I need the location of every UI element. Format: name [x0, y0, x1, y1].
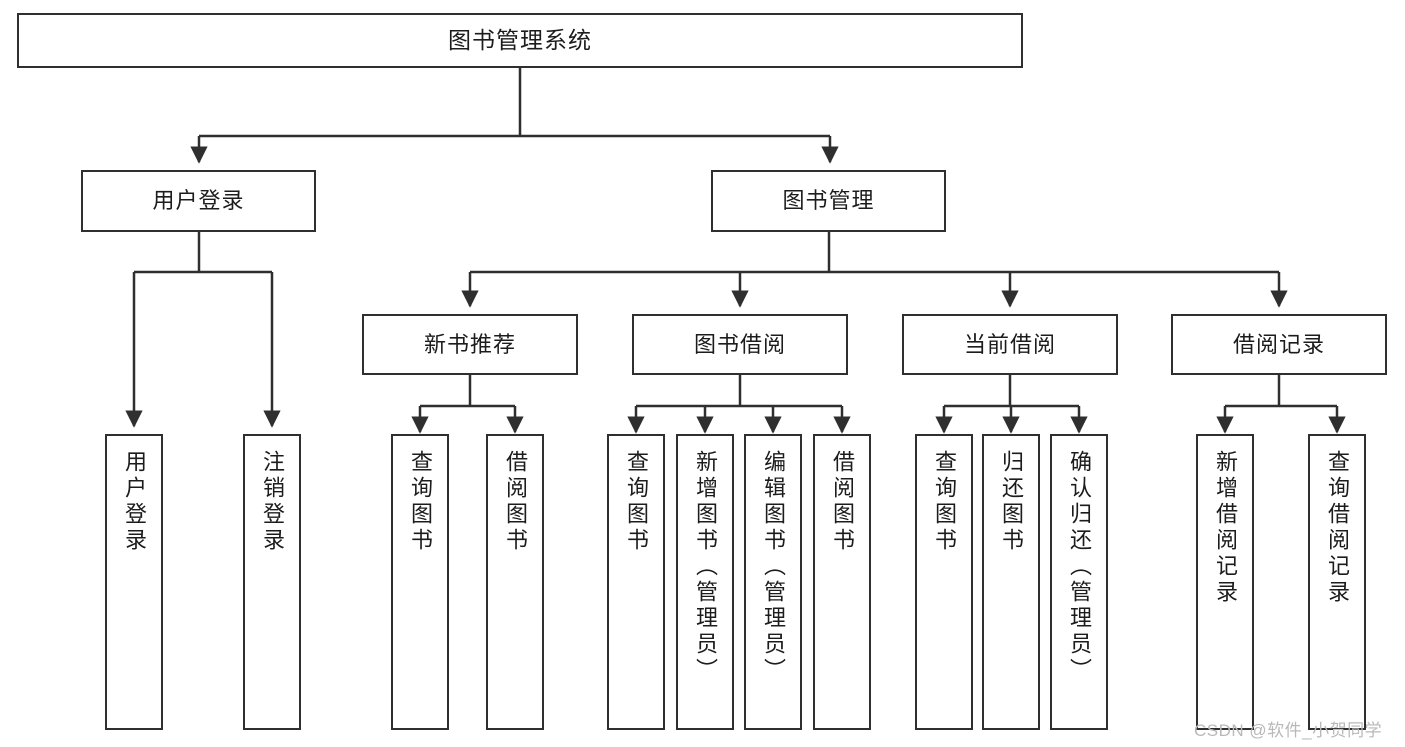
leaf-edit-book-label: 编辑图书（管理员） — [761, 450, 786, 684]
leaf-confirm-return[interactable]: 确认归还（管理员） — [1050, 434, 1108, 730]
node-book-borrow[interactable]: 图书借阅 — [632, 314, 848, 375]
leaf-user-login-label: 用户登录 — [122, 450, 147, 554]
leaf-edit-book[interactable]: 编辑图书（管理员） — [744, 434, 802, 730]
leaf-borrow-book-1-label: 借阅图书 — [503, 450, 528, 554]
node-current-borrow-label: 当前借阅 — [963, 331, 1056, 357]
leaf-query-record[interactable]: 查询借阅记录 — [1308, 434, 1366, 730]
leaf-add-book[interactable]: 新增图书（管理员） — [676, 434, 734, 730]
node-root-label: 图书管理系统 — [448, 27, 592, 54]
leaf-borrow-book-2[interactable]: 借阅图书 — [813, 434, 871, 730]
leaf-query-book-2-label: 查询图书 — [624, 450, 649, 554]
leaf-logout-label: 注销登录 — [260, 450, 285, 554]
node-root[interactable]: 图书管理系统 — [17, 13, 1023, 68]
node-borrow-record-label: 借阅记录 — [1232, 331, 1325, 357]
leaf-add-book-label: 新增图书（管理员） — [693, 450, 718, 684]
leaf-query-book-3[interactable]: 查询图书 — [915, 434, 973, 730]
leaf-query-book-2[interactable]: 查询图书 — [607, 434, 665, 730]
node-new-book-recommend[interactable]: 新书推荐 — [362, 314, 578, 375]
node-book-borrow-label: 图书借阅 — [693, 331, 786, 357]
leaf-borrow-book-2-label: 借阅图书 — [830, 450, 855, 554]
leaf-return-book-label: 归还图书 — [999, 450, 1024, 554]
node-current-borrow[interactable]: 当前借阅 — [902, 314, 1118, 375]
node-user-login[interactable]: 用户登录 — [81, 170, 316, 232]
node-borrow-record[interactable]: 借阅记录 — [1171, 314, 1387, 375]
csdn-watermark: CSDN @软件_小贺同学 — [1194, 721, 1383, 740]
leaf-confirm-return-label: 确认归还（管理员） — [1067, 450, 1092, 684]
node-book-manage-label: 图书管理 — [782, 188, 875, 214]
leaf-logout[interactable]: 注销登录 — [243, 434, 301, 730]
leaf-borrow-book-1[interactable]: 借阅图书 — [486, 434, 544, 730]
node-user-login-label: 用户登录 — [152, 188, 245, 214]
leaf-query-book-3-label: 查询图书 — [932, 450, 957, 554]
leaf-query-record-label: 查询借阅记录 — [1325, 450, 1350, 606]
leaf-user-login[interactable]: 用户登录 — [105, 434, 163, 730]
leaf-add-record-label: 新增借阅记录 — [1213, 450, 1238, 606]
node-book-manage[interactable]: 图书管理 — [711, 170, 946, 232]
node-new-book-recommend-label: 新书推荐 — [423, 331, 516, 357]
leaf-query-book-1[interactable]: 查询图书 — [391, 434, 449, 730]
leaf-query-book-1-label: 查询图书 — [408, 450, 433, 554]
leaf-return-book[interactable]: 归还图书 — [982, 434, 1040, 730]
leaf-add-record[interactable]: 新增借阅记录 — [1196, 434, 1254, 730]
